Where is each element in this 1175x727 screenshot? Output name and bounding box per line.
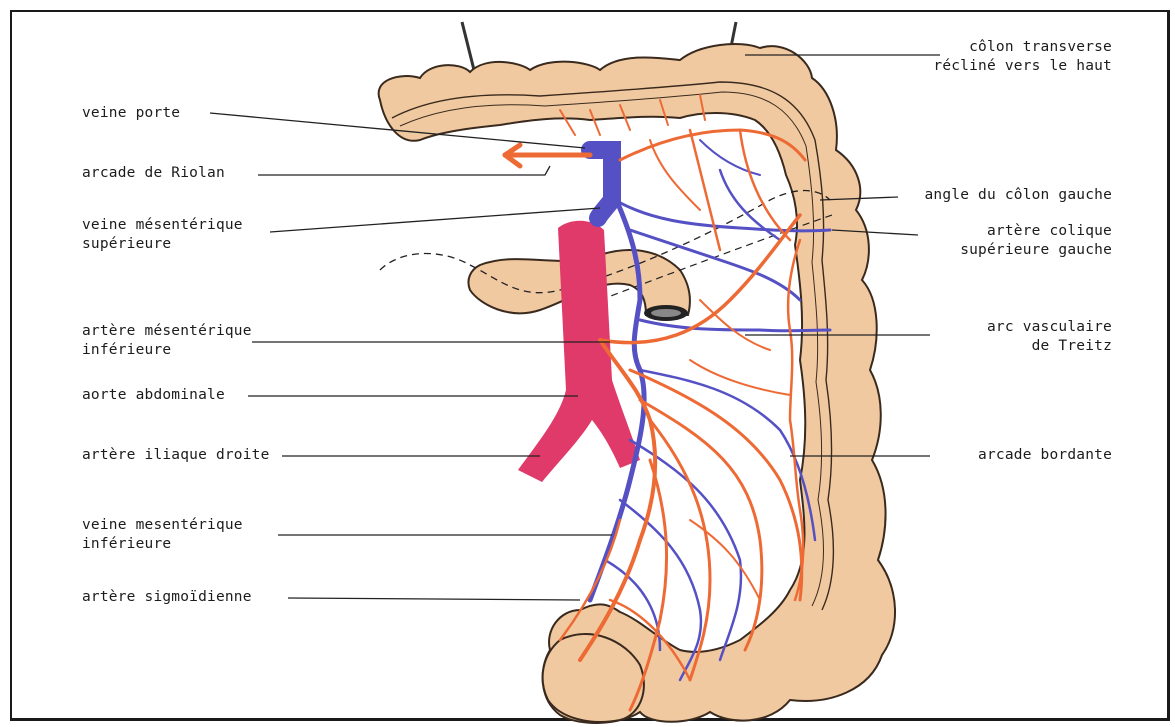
label-artere-mesenterique-inferieure: artère mésentérique inférieure: [82, 322, 252, 360]
label-line: artère iliaque droite: [82, 446, 270, 465]
label-line: artère sigmoïdienne: [82, 588, 252, 607]
label-line: de Treitz: [987, 337, 1112, 356]
label-line: arcade bordante: [978, 446, 1112, 465]
label-angle-colon-gauche: angle du côlon gauche: [924, 186, 1112, 205]
label-line: inférieure: [82, 341, 252, 360]
label-artere-iliaque-droite: artère iliaque droite: [82, 446, 270, 465]
label-line: veine mésentérique: [82, 216, 243, 235]
label-line: artère colique: [960, 222, 1112, 241]
label-line: récliné vers le haut: [933, 57, 1112, 76]
label-line: veine mesentérique: [82, 516, 243, 535]
label-veine-porte: veine porte: [82, 104, 180, 123]
label-line: supérieure: [82, 235, 243, 254]
label-line: supérieure gauche: [960, 241, 1112, 260]
label-artere-sigmoidienne: artère sigmoïdienne: [82, 588, 252, 607]
label-line: angle du côlon gauche: [924, 186, 1112, 205]
label-veine-mesenterique-inferieure: veine mesentérique inférieure: [82, 516, 243, 554]
label-veine-mesenterique-superieure: veine mésentérique supérieure: [82, 216, 243, 254]
label-arcade-riolan: arcade de Riolan: [82, 164, 225, 183]
retractor-hook-left: [462, 22, 474, 70]
label-line: veine porte: [82, 104, 180, 123]
label-line: côlon transverse: [933, 38, 1112, 57]
label-line: artère mésentérique: [82, 322, 252, 341]
label-line: arcade de Riolan: [82, 164, 225, 183]
label-line: inférieure: [82, 535, 243, 554]
label-aorte-abdominale: aorte abdominale: [82, 386, 225, 405]
label-line: aorte abdominale: [82, 386, 225, 405]
label-colon-transverse: côlon transverse récliné vers le haut: [933, 38, 1112, 76]
label-artere-colique-superieure-gauche: artère colique supérieure gauche: [960, 222, 1112, 260]
label-arc-vasculaire-treitz: arc vasculaire de Treitz: [987, 318, 1112, 356]
colon: [379, 44, 895, 723]
label-arcade-bordante: arcade bordante: [978, 446, 1112, 465]
label-line: arc vasculaire: [987, 318, 1112, 337]
